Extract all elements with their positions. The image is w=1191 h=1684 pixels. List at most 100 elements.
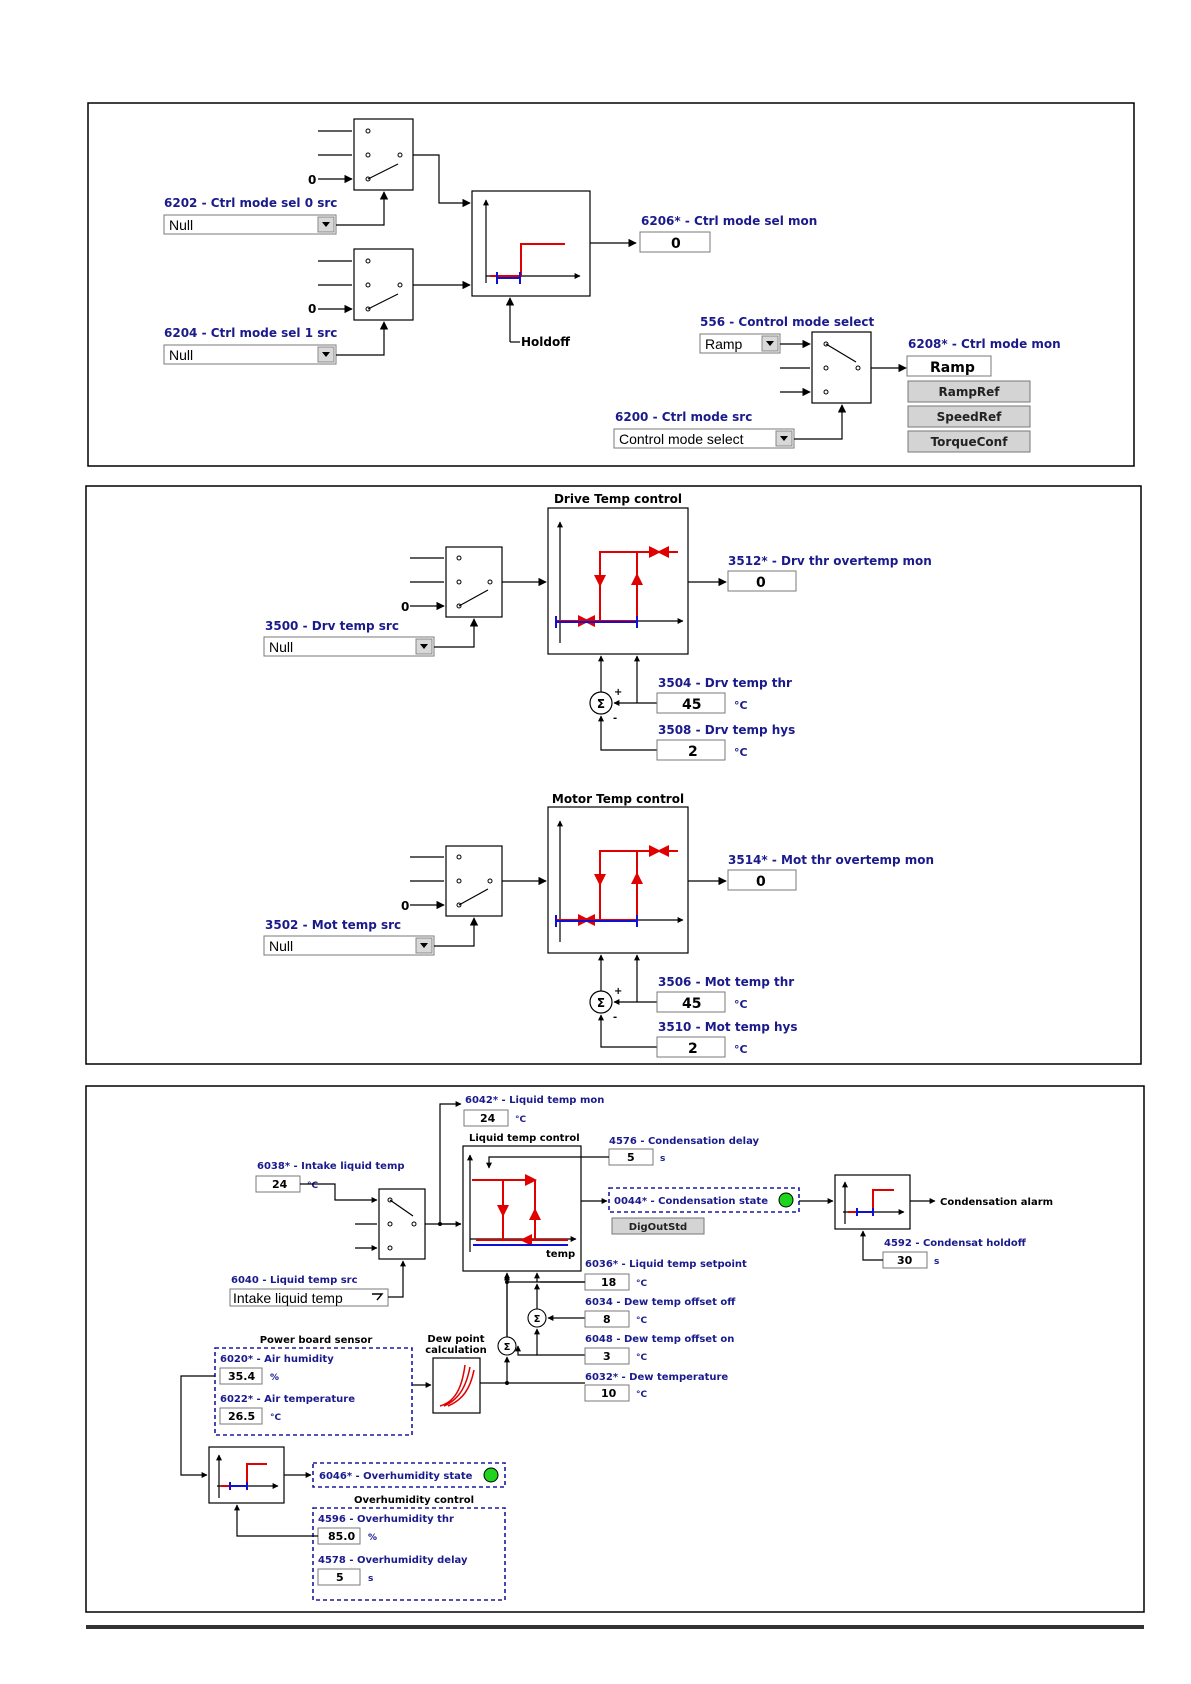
param-556-label: 556 - Control mode select [700, 315, 874, 329]
param-3502-value: Null [269, 938, 293, 954]
param-6202-value: Null [169, 217, 193, 233]
param-4596-value: 85.0 [328, 1530, 355, 1543]
overhumidity-box [312, 1507, 506, 1601]
param-6040-dropdown[interactable]: Intake liquid temp [229, 1288, 389, 1307]
param-6048-unit: °C [636, 1353, 648, 1363]
param-6020-unit: % [270, 1373, 279, 1383]
param-556-dropdown[interactable]: Ramp [699, 333, 781, 354]
dew-point-title-1: Dew point [427, 1334, 484, 1345]
ramp-ref-button[interactable]: RampRef [907, 380, 1031, 403]
param-6040-label: 6040 - Liquid temp src [231, 1275, 358, 1286]
param-6036-value: 18 [601, 1276, 616, 1289]
param-4596-unit: % [368, 1533, 377, 1543]
motor-sum-node: Σ + - [589, 986, 622, 1023]
param-6200-label: 6200 - Ctrl mode src [615, 410, 752, 424]
liquid-hysteresis-block: temp [462, 1145, 582, 1272]
param-6034-value: 8 [603, 1313, 611, 1326]
param-4578-field[interactable] [317, 1568, 361, 1586]
digout-button[interactable]: DigOutStd [611, 1217, 705, 1235]
param-6204-label: 6204 - Ctrl mode sel 1 src [164, 326, 337, 340]
param-3510-field[interactable] [656, 1036, 726, 1058]
panel-temp-control: Drive Temp control 0 3512* - Drv t [85, 485, 1142, 1065]
param-6022-field [219, 1407, 263, 1425]
plus-sign: + [614, 687, 622, 698]
param-4578-label: 4578 - Overhumidity delay [318, 1555, 468, 1566]
chevron-down-icon[interactable] [372, 1293, 384, 1301]
param-3504-value: 45 [682, 697, 701, 713]
param-6038-value: 24 [272, 1178, 288, 1191]
param-6034-field[interactable] [584, 1310, 630, 1328]
param-6202-dropdown[interactable]: Null [163, 214, 337, 235]
param-6048-field[interactable] [584, 1347, 630, 1365]
param-3506-unit: °C [734, 998, 748, 1011]
param-6046-label: 6046* - Overhumidity state [319, 1471, 473, 1482]
param-6020-value: 35.4 [228, 1370, 255, 1383]
param-6202-label: 6202 - Ctrl mode sel 0 src [164, 196, 337, 210]
param-6200-value: Control mode select [619, 431, 744, 447]
minus-sign: - [613, 1012, 617, 1023]
param-3512-value: 0 [756, 575, 766, 591]
param-3506-field[interactable] [656, 991, 726, 1013]
motor-hysteresis-block [547, 806, 689, 954]
param-6036-unit: °C [636, 1279, 648, 1289]
param-3514-field [727, 869, 797, 891]
holdoff-block [471, 190, 591, 297]
overhumidity-state-box [312, 1462, 506, 1488]
param-3502-dropdown[interactable]: Null [263, 935, 435, 956]
param-4576-value: 5 [627, 1151, 635, 1164]
param-3504-field[interactable] [656, 692, 726, 714]
param-3508-label: 3508 - Drv temp hys [658, 723, 795, 737]
param-4578-unit: s [368, 1574, 373, 1584]
power-board-box [214, 1347, 413, 1436]
param-6208-value: Ramp [930, 360, 975, 376]
param-6032-value: 10 [601, 1387, 617, 1400]
param-3510-value: 2 [688, 1041, 698, 1057]
sigma-icon: Σ [597, 697, 605, 711]
param-6022-unit: °C [270, 1413, 282, 1423]
condensation-holdoff-block [834, 1174, 911, 1230]
param-6040-value: Intake liquid temp [233, 1290, 343, 1306]
liquid-sum-node-1: Σ [527, 1308, 547, 1328]
torque-conf-button[interactable]: TorqueConf [907, 430, 1031, 453]
param-3504-unit: °C [734, 699, 748, 712]
param-6042-value: 24 [480, 1112, 496, 1125]
param-3502-label: 3502 - Mot temp src [265, 918, 401, 932]
param-6200-dropdown[interactable]: Control mode select [613, 428, 795, 449]
switch1-zero-input: 0 [308, 173, 316, 187]
liquid-selector-switch [378, 1188, 426, 1260]
param-3508-field[interactable] [656, 739, 726, 761]
param-3504-label: 3504 - Drv temp thr [658, 676, 792, 690]
overhumidity-holdoff-block [208, 1446, 285, 1504]
param-4596-label: 4596 - Overhumidity thr [318, 1514, 454, 1525]
minus-sign: - [613, 713, 617, 724]
param-3514-value: 0 [756, 874, 766, 890]
param-6032-unit: °C [636, 1390, 648, 1400]
condensation-state-box [608, 1187, 800, 1213]
drive-temp-title: Drive Temp control [554, 492, 682, 506]
status-led-icon [778, 1192, 794, 1208]
param-3500-label: 3500 - Drv temp src [265, 619, 399, 633]
param-4576-unit: s [660, 1154, 665, 1164]
dew-point-calc-block [432, 1357, 481, 1414]
plus-sign: + [614, 986, 622, 997]
liquid-sum-node-2: Σ [497, 1336, 517, 1356]
panel-liquid-condensation: 6042* - Liquid temp mon 24 °C 6038* - In… [85, 1085, 1145, 1613]
param-3500-dropdown[interactable]: Null [263, 636, 435, 657]
param-6208-label: 6208* - Ctrl mode mon [908, 337, 1061, 351]
sigma-icon: Σ [504, 1342, 511, 1353]
temp-axis-label: temp [546, 1249, 575, 1260]
motor-temp-title: Motor Temp control [552, 792, 684, 806]
panel2-frame [85, 485, 1142, 1065]
param-6020-label: 6020* - Air humidity [220, 1354, 334, 1365]
param-4592-unit: s [934, 1257, 939, 1267]
param-6022-value: 26.5 [228, 1410, 255, 1423]
param-3506-value: 45 [682, 996, 701, 1012]
param-6204-dropdown[interactable]: Null [163, 344, 337, 365]
motor-zero-input: 0 [401, 899, 409, 913]
speed-ref-button[interactable]: SpeedRef [907, 405, 1031, 428]
param-0044-label: 0044* - Condensation state [614, 1196, 768, 1207]
panel1-frame [87, 102, 1135, 467]
param-6206-label: 6206* - Ctrl mode sel mon [641, 214, 817, 228]
param-3514-label: 3514* - Mot thr overtemp mon [728, 853, 934, 867]
